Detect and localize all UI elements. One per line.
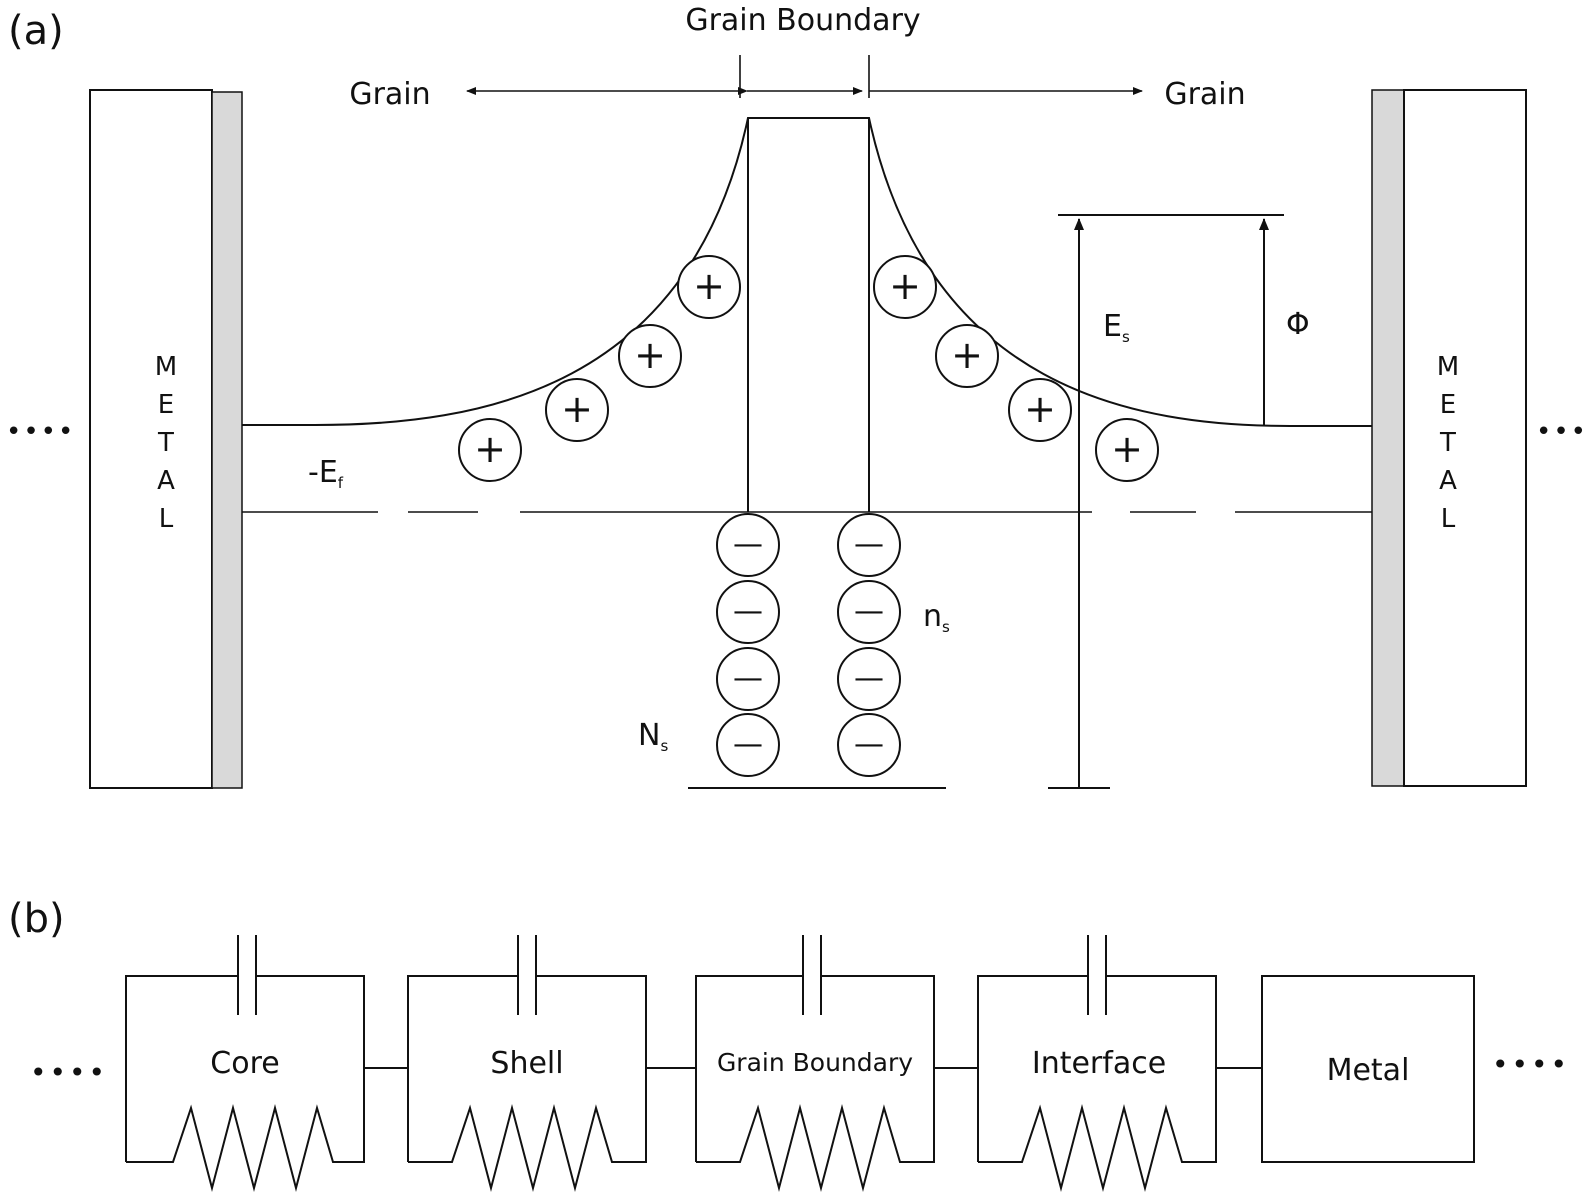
conduction-band-curve [242, 117, 1372, 427]
negative-charges: — — — — — — — — [716, 513, 901, 777]
svg-text:—: — [733, 594, 763, 629]
rc-element-grain-boundary: Grain Boundary [695, 935, 935, 1192]
metal-block-right [1403, 89, 1527, 787]
capacitor-resistor-pair [407, 935, 647, 1192]
negative-charge: — [716, 580, 780, 644]
phi-label: Φ [1286, 307, 1310, 342]
svg-text:+: + [889, 264, 921, 308]
metal-letter: M [155, 352, 177, 382]
negative-charge: — [837, 647, 901, 711]
svg-text:+: + [634, 333, 666, 377]
negative-charge: — [837, 580, 901, 644]
metal-block-left [89, 89, 213, 789]
continuation-dots-left: •••• [6, 417, 75, 447]
svg-text:+: + [1111, 427, 1143, 471]
panel-b: (b) •••• •••• Core Shell Grain Boundary … [8, 896, 1570, 1192]
metal-letter: L [1441, 504, 1456, 534]
metal-letter: T [157, 428, 174, 458]
es-label: Es [1103, 309, 1130, 346]
metal-letter: A [1439, 466, 1457, 496]
metal-interface-layer-right [1371, 89, 1405, 787]
ns-small-label: ns [923, 599, 950, 636]
rc-element-shell: Shell [407, 935, 647, 1192]
grain-boundary-label: Grain Boundary [685, 3, 920, 38]
rc-element-core: Core [125, 935, 365, 1192]
svg-text:—: — [854, 661, 884, 696]
grain-left-label: Grain [349, 77, 430, 112]
metal-electrode-right: M E T A L [1371, 89, 1527, 787]
svg-text:+: + [474, 427, 506, 471]
svg-text:+: + [951, 333, 983, 377]
positive-charge: + [458, 418, 522, 482]
ns-big-label: Ns [638, 718, 668, 755]
positive-charge: + [618, 324, 682, 388]
svg-text:—: — [854, 527, 884, 562]
metal-letter: M [1437, 352, 1459, 382]
rc-element-interface: Interface [977, 935, 1217, 1192]
continuation-dots-left: •••• [30, 1056, 108, 1089]
metal-letter: E [158, 390, 174, 420]
negative-charge: — [716, 713, 780, 777]
block-label-metal: Metal [1327, 1053, 1410, 1088]
positive-charge: + [677, 255, 741, 319]
svg-text:—: — [733, 661, 763, 696]
svg-text:+: + [561, 387, 593, 431]
panel-a-tag: (a) [8, 8, 64, 54]
svg-text:—: — [733, 527, 763, 562]
svg-text:—: — [854, 594, 884, 629]
capacitor-resistor-pair [977, 935, 1217, 1192]
metal-letter: A [157, 466, 175, 496]
positive-charges: + + + + + + + + [458, 255, 1159, 482]
positive-charge: + [1008, 378, 1072, 442]
metal-letter: T [1439, 428, 1456, 458]
negative-charge: — [716, 513, 780, 577]
metal-electrode-left: M E T A L [89, 89, 243, 789]
svg-text:—: — [733, 727, 763, 762]
block-label-shell: Shell [490, 1046, 563, 1081]
negative-charge: — [837, 513, 901, 577]
svg-text:—: — [854, 727, 884, 762]
svg-text:+: + [693, 264, 725, 308]
block-label-core: Core [210, 1046, 279, 1081]
capacitor-resistor-pair [695, 935, 935, 1192]
metal-interface-layer-left [211, 91, 243, 789]
continuation-dots-right: ••• [1536, 417, 1588, 447]
positive-charge: + [1095, 418, 1159, 482]
continuation-dots-right: •••• [1492, 1048, 1570, 1081]
grain-right-label: Grain [1164, 77, 1245, 112]
panel-b-tag: (b) [8, 896, 65, 942]
block-label-interface: Interface [1032, 1046, 1166, 1081]
svg-text:+: + [1024, 387, 1056, 431]
metal-box [1261, 975, 1475, 1163]
block-label-grain-boundary: Grain Boundary [717, 1048, 913, 1077]
negative-charge: — [716, 647, 780, 711]
fermi-level-label: -Ef [308, 455, 344, 492]
capacitor-resistor-pair [125, 935, 365, 1192]
positive-charge: + [873, 255, 937, 319]
negative-charge: — [837, 713, 901, 777]
panel-a: (a) M E T A L M E T A L •••• ••• Grain B… [6, 3, 1588, 789]
positive-charge: + [935, 324, 999, 388]
positive-charge: + [545, 378, 609, 442]
metal-element: Metal [1261, 975, 1475, 1163]
metal-letter: L [159, 504, 174, 534]
metal-letter: E [1440, 390, 1456, 420]
